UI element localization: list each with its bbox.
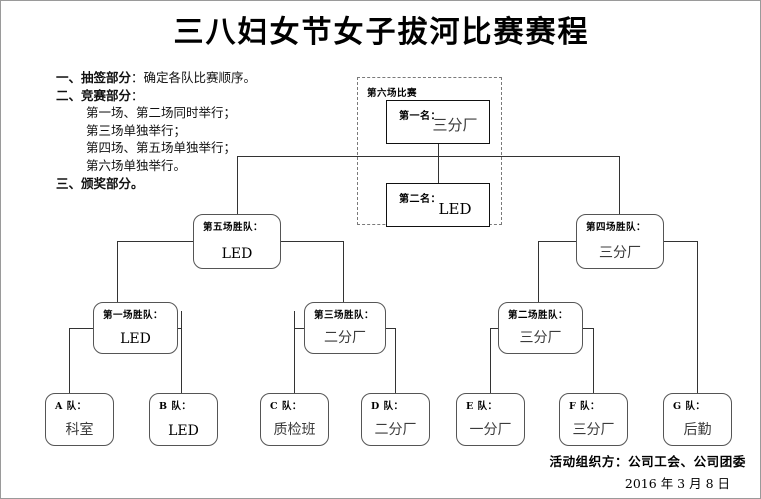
connector-sf4-right-arm — [664, 241, 697, 242]
note-body: 第三场单独举行； — [86, 122, 187, 138]
semifinal-value-5: LED — [221, 246, 253, 262]
footer-organizer: 活动组织方：公司工会、公司团委 — [549, 454, 746, 469]
connector-sf5-left-arm — [117, 241, 193, 242]
note-body: 第四场、第五场单独举行； — [86, 140, 237, 156]
quarterfinal-label-1: 第一场胜队： — [103, 310, 164, 321]
connector-sf5-left-drop — [117, 241, 118, 302]
connector-qf3-left-drop — [294, 311, 295, 393]
connector-qf1-right-drop — [181, 311, 182, 393]
team-label-a: A 队： — [55, 401, 87, 412]
team-box-e[interactable]: E 队： 一分厂 — [456, 393, 525, 446]
team-value-c: 质检班 — [273, 422, 316, 438]
team-box-c[interactable]: C 队： 质检班 — [260, 393, 329, 446]
connector-sf4-left-arm — [538, 241, 576, 242]
connector-qf1-right-arm — [178, 328, 181, 329]
team-box-f[interactable]: F 队： 三分厂 — [559, 393, 628, 446]
team-label-c: C 队： — [270, 401, 302, 412]
connector-semifinal-spine — [237, 156, 620, 157]
connector-qf1-left-drop — [69, 328, 70, 393]
semifinal-value-4: 三分厂 — [599, 245, 641, 261]
quarterfinal-label-2: 第二场胜队： — [508, 310, 569, 321]
final-group-caption: 第六场比赛 — [367, 88, 418, 99]
procedure-notes: 一、抽签部分：确定各队比赛顺序。 二、竞赛部分： 第一场、第二场同时举行； 第三… — [56, 69, 356, 192]
second-place-box[interactable]: 第二名： LED — [386, 183, 490, 227]
connector-final-vertical — [438, 144, 439, 183]
note-line: 第四场、第五场单独举行； — [56, 139, 356, 157]
connector-qf2-left-drop — [490, 328, 491, 393]
quarterfinal-value-1: LED — [120, 331, 151, 347]
quarterfinal-box-2[interactable]: 第二场胜队： 三分厂 — [498, 302, 583, 354]
team-label-f: F 队： — [569, 401, 601, 412]
semifinal-box-5[interactable]: 第五场胜队： LED — [193, 214, 281, 269]
connector-sf5-right-arm — [281, 241, 343, 242]
second-place-value: LED — [438, 200, 472, 218]
quarterfinal-box-3[interactable]: 第三场胜队： 二分厂 — [304, 302, 386, 354]
connector-qf3-left-arm — [294, 328, 304, 329]
note-line: 第六场单独举行。 — [56, 157, 356, 175]
team-value-e: 一分厂 — [469, 422, 512, 438]
footer-date: 2016 年 3 月 8 日 — [624, 476, 730, 491]
connector-spine-right-drop — [619, 156, 620, 214]
note-body: 第六场单独举行。 — [86, 157, 187, 173]
connector-sf5-right-drop — [343, 241, 344, 302]
note-head: 一、抽签部分 — [56, 70, 132, 85]
team-value-f: 三分厂 — [572, 422, 615, 438]
quarterfinal-value-2: 三分厂 — [519, 330, 562, 346]
connector-qf2-right-drop — [593, 328, 594, 393]
note-line: 二、竞赛部分： — [56, 87, 356, 105]
team-label-d: D 队： — [371, 401, 404, 412]
team-value-a: 科室 — [65, 422, 94, 438]
team-label-b: B 队： — [159, 401, 192, 412]
semifinal-label-5: 第五场胜队： — [203, 222, 264, 233]
note-line: 三、颁奖部分。 — [56, 175, 356, 193]
connector-qf1-left-arm — [69, 328, 93, 329]
team-value-g: 后勤 — [683, 422, 712, 438]
team-label-g: G 队： — [673, 401, 706, 412]
team-value-d: 二分厂 — [374, 422, 417, 438]
note-head: 二、竞赛部分 — [56, 87, 132, 103]
quarterfinal-label-3: 第三场胜队： — [314, 310, 375, 321]
second-place-label: 第二名： — [399, 194, 441, 205]
semifinal-label-4: 第四场胜队： — [586, 222, 647, 233]
note-body: ：确定各队比赛顺序。 — [131, 70, 257, 85]
quarterfinal-box-1[interactable]: 第一场胜队： LED — [93, 302, 178, 354]
connector-qf2-right-arm — [583, 328, 593, 329]
team-label-e: E 队： — [466, 401, 498, 412]
note-body: ： — [131, 87, 144, 103]
connector-qf2-left-arm — [490, 328, 498, 329]
quarterfinal-value-3: 二分厂 — [324, 330, 366, 346]
team-box-b[interactable]: B 队： LED — [149, 393, 218, 446]
footer: 活动组织方：公司工会、公司团委 2016 年 3 月 8 日 — [549, 451, 746, 492]
team-box-d[interactable]: D 队： 二分厂 — [361, 393, 430, 446]
note-line: 第一场、第二场同时举行； — [56, 104, 356, 122]
page-title: 三八妇女节女子拔河比赛赛程 — [173, 15, 590, 50]
connector-spine-left-drop — [237, 156, 238, 214]
semifinal-box-4[interactable]: 第四场胜队： 三分厂 — [576, 214, 664, 269]
connector-sf4-left-drop — [538, 241, 539, 302]
first-place-value: 三分厂 — [432, 116, 478, 134]
connector-qf3-right-drop — [395, 328, 396, 393]
note-head: 三、颁奖部分。 — [56, 175, 144, 191]
team-box-a[interactable]: A 队： 科室 — [45, 393, 114, 446]
first-place-label: 第一名： — [399, 111, 441, 122]
team-box-g[interactable]: G 队： 后勤 — [663, 393, 732, 446]
team-value-b: LED — [168, 423, 199, 439]
connector-qf3-right-arm — [386, 328, 395, 329]
note-line: 第三场单独举行； — [56, 122, 356, 140]
note-line: 一、抽签部分：确定各队比赛顺序。 — [56, 69, 356, 87]
connector-sf4-right-drop-to-g — [697, 241, 698, 393]
first-place-box[interactable]: 第一名： 三分厂 — [386, 100, 490, 144]
note-body: 第一场、第二场同时举行； — [86, 105, 237, 121]
